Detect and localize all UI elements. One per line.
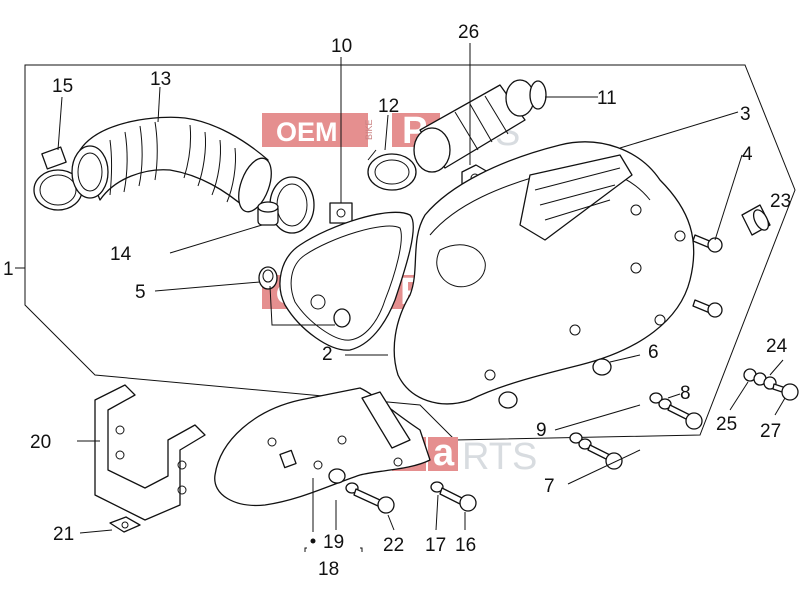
callout-15: 15 (52, 76, 73, 97)
part-air-filter-housing (393, 141, 695, 405)
marker-dot (310, 538, 316, 544)
part-bolt-8 (649, 392, 703, 430)
callout-4: 4 (742, 144, 753, 165)
callout-13: 13 (150, 69, 171, 90)
part-bolt-16 (430, 481, 477, 512)
part-screw-upper (692, 234, 723, 253)
part-breather-pipe (413, 79, 547, 173)
part-cover-plate (214, 387, 431, 507)
part-bolt-27 (743, 368, 799, 401)
callout-27: 27 (760, 421, 781, 442)
part-mounting-bracket (94, 384, 206, 521)
callout-24: 24 (766, 336, 788, 357)
callout-3: 3 (740, 104, 751, 125)
callout-19: 19 (323, 532, 344, 553)
callout-12: 12 (378, 96, 399, 117)
callout-17: 17 (425, 535, 446, 556)
part-clamp-band (367, 149, 417, 191)
callout-14: 14 (110, 244, 132, 265)
callout-18: 18 (318, 559, 339, 580)
part-rubber-cap (741, 204, 771, 236)
part-hose-clamp-left (33, 146, 83, 211)
callout-8: 8 (680, 383, 691, 404)
callout-7: 7 (544, 476, 555, 497)
callout-5: 5 (135, 282, 146, 303)
svg-text:OEM: OEM (276, 117, 338, 147)
callout-21: 21 (53, 524, 74, 545)
part-intake-hose (71, 116, 272, 213)
svg-text:a: a (433, 432, 455, 474)
callout-10: 10 (331, 36, 352, 57)
part-bolt-22 (328, 468, 395, 514)
callout-1: 1 (3, 259, 14, 280)
part-grommet (258, 266, 351, 328)
part-bolt-7 (569, 432, 623, 470)
callout-9: 9 (536, 420, 547, 441)
callout-26: 26 (458, 22, 479, 43)
callout-23: 23 (770, 191, 791, 212)
svg-text:RTS: RTS (462, 436, 537, 478)
callout-20: 20 (30, 432, 51, 453)
callout-6: 6 (648, 342, 659, 363)
callout-16: 16 (455, 535, 476, 556)
leader-lines (15, 43, 786, 552)
part-screw-lower (692, 299, 723, 318)
callout-2: 2 (322, 344, 333, 365)
part-clamp-screw (257, 201, 279, 226)
part-clip-nut-small (109, 516, 141, 533)
svg-text:BIKE: BIKE (364, 119, 374, 140)
callout-22: 22 (383, 535, 404, 556)
part-spacer (498, 358, 612, 409)
part-gasket (279, 211, 414, 351)
part-clip-nut (329, 202, 353, 224)
callout-25: 25 (716, 414, 737, 435)
callout-11: 11 (597, 88, 617, 109)
